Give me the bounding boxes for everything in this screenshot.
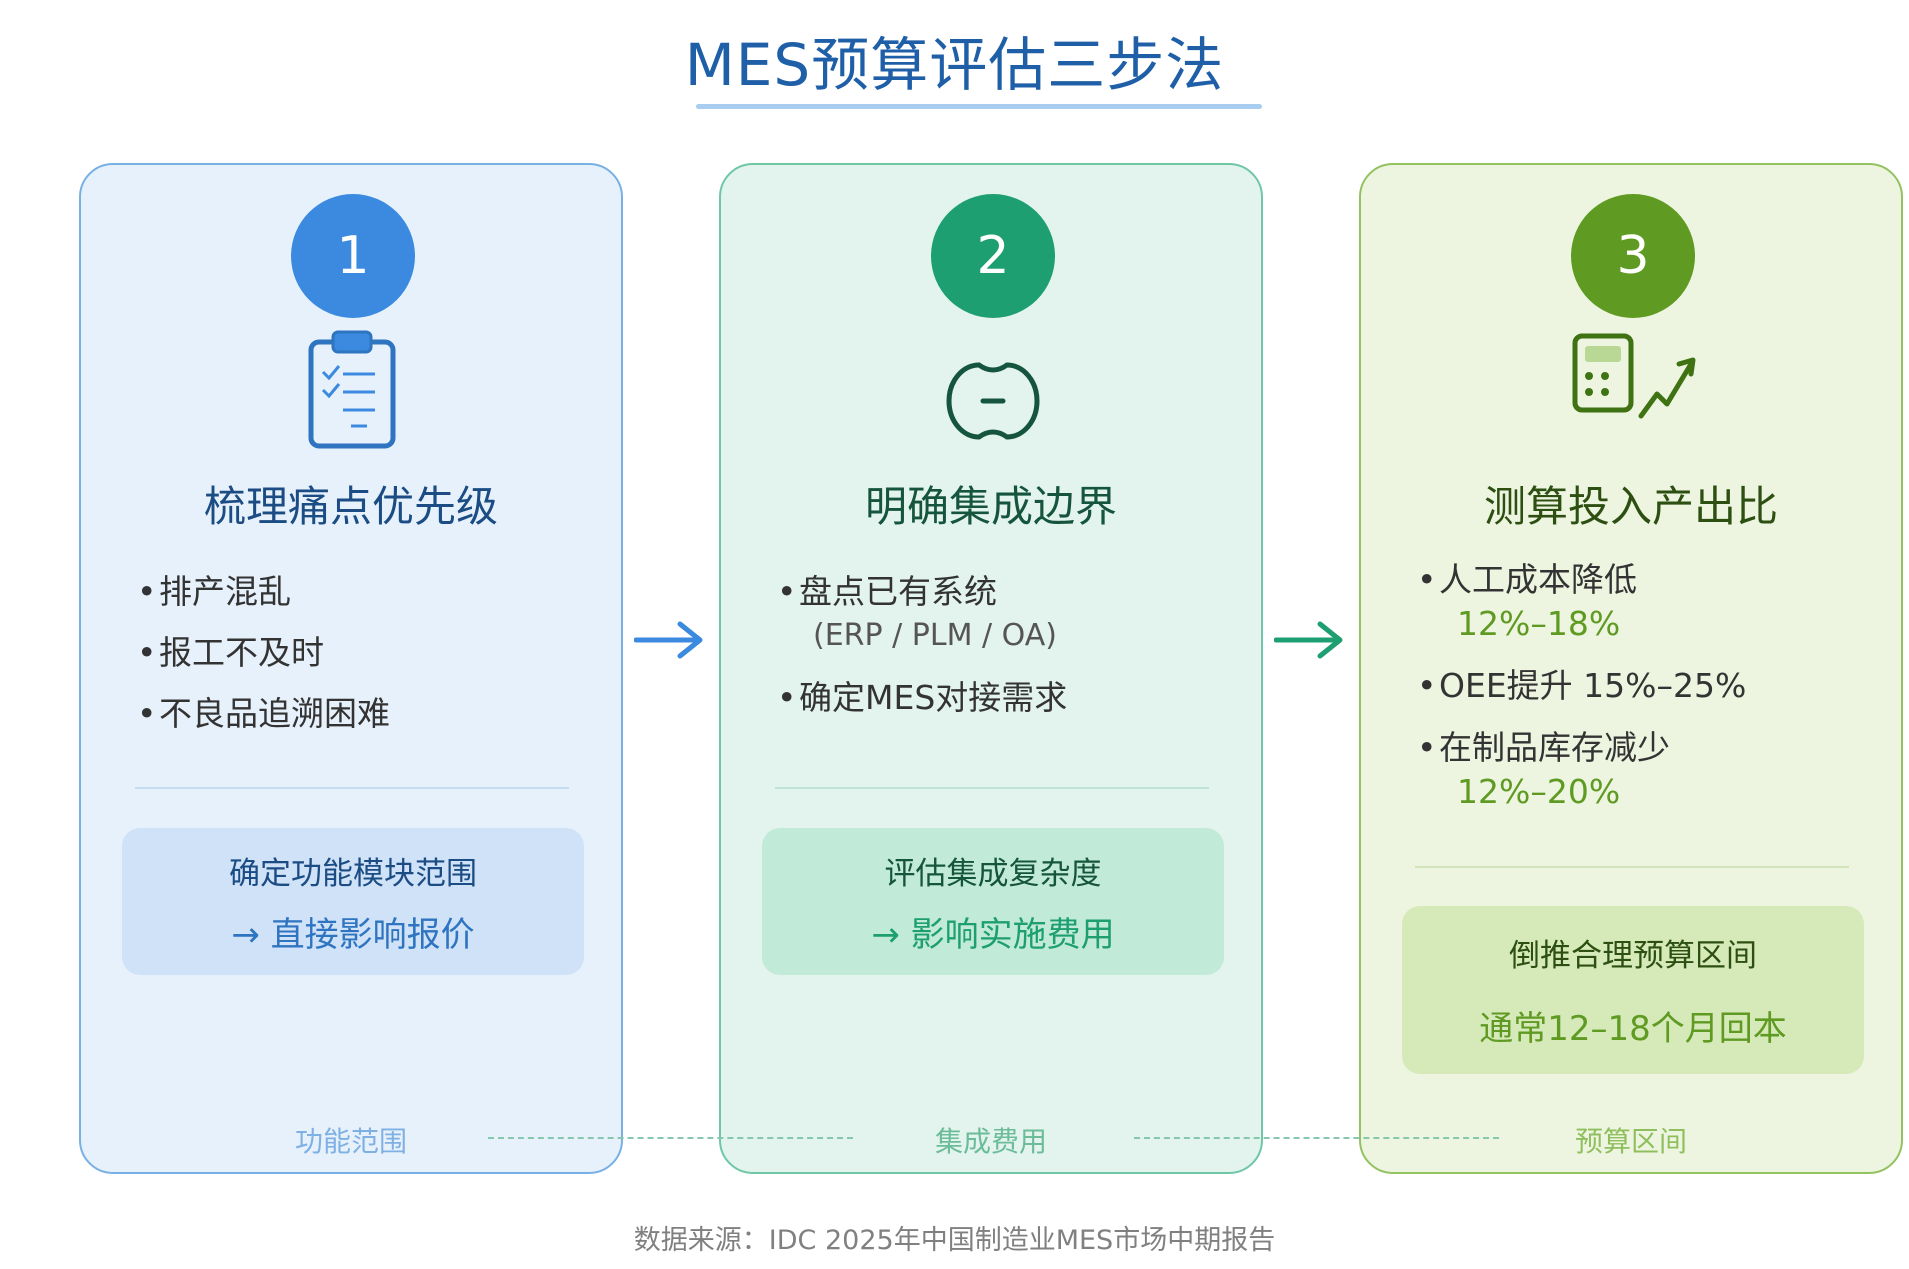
list-item: •在制品库存减少 bbox=[1417, 728, 1670, 767]
list-item-detail: 12%–18% bbox=[1457, 604, 1621, 643]
title-underline bbox=[696, 104, 1262, 109]
outcome-title: 倒推合理预算区间 bbox=[1509, 938, 1757, 974]
step-number-badge: 2 bbox=[931, 194, 1055, 318]
source-note: 数据来源：IDC 2025年中国制造业MES市场中期报告 bbox=[633, 1225, 1276, 1256]
step-title: 梳理痛点优先级 bbox=[203, 482, 498, 531]
step-card-2: 2 明确集成边界 •盘点已有系统 (ERP / PLM / OA) •确定MES… bbox=[719, 163, 1263, 1174]
bullet-list: •排产混乱 •报工不及时 •不良品追溯困难 bbox=[137, 570, 607, 753]
step-number-badge: 1 bbox=[291, 194, 415, 318]
step-card-1: 1 梳理痛点优先级 •排产混乱 •报工不及时 •不良品追溯困难 确定功能模块范围… bbox=[79, 163, 623, 1174]
footer-label: 功能范围 bbox=[294, 1125, 407, 1158]
divider bbox=[135, 787, 569, 789]
list-item: •排产混乱 bbox=[137, 572, 291, 611]
list-item: •盘点已有系统 bbox=[777, 572, 997, 611]
outcome-title: 评估集成复杂度 bbox=[884, 856, 1102, 892]
dashed-connector bbox=[488, 1137, 853, 1139]
footer-label: 集成费用 bbox=[934, 1125, 1047, 1158]
outcome-box: 倒推合理预算区间 通常12–18个月回本 bbox=[1402, 906, 1864, 1074]
step-title: 测算投入产出比 bbox=[1483, 482, 1778, 531]
dashed-connector bbox=[1134, 1137, 1499, 1139]
arrow-right-icon bbox=[1274, 621, 1343, 659]
outcome-title: 确定功能模块范围 bbox=[229, 856, 477, 892]
bullet-list: •盘点已有系统 (ERP / PLM / OA) •确定MES对接需求 bbox=[777, 570, 1247, 720]
step-card-3: 3 测算投入产出比 •人工成本降低 12%–18% •OEE提升 15%–25%… bbox=[1359, 163, 1903, 1174]
divider bbox=[1415, 866, 1849, 868]
outcome-impact: → 直接影响报价 bbox=[231, 915, 475, 955]
footer-label: 预算区间 bbox=[1574, 1125, 1687, 1158]
outcome-box: 评估集成复杂度 → 影响实施费用 bbox=[762, 828, 1224, 975]
list-item: •人工成本降低 bbox=[1417, 560, 1637, 599]
step-number-badge: 3 bbox=[1571, 194, 1695, 318]
list-item: •不良品追溯困难 bbox=[137, 694, 390, 733]
list-item: •确定MES对接需求 bbox=[777, 678, 1068, 717]
outcome-impact: 通常12–18个月回本 bbox=[1479, 1009, 1787, 1049]
list-item: •报工不及时 bbox=[137, 633, 324, 672]
arrow-right-icon bbox=[634, 621, 703, 659]
outcome-box: 确定功能模块范围 → 直接影响报价 bbox=[122, 828, 584, 975]
calculator-trend-icon bbox=[1572, 333, 1696, 419]
linked-rings-icon bbox=[946, 362, 1040, 440]
list-item-detail: 12%–20% bbox=[1457, 772, 1621, 811]
clipboard-checklist-icon bbox=[308, 330, 396, 449]
divider bbox=[775, 787, 1209, 789]
list-item-detail: (ERP / PLM / OA) bbox=[813, 618, 1057, 653]
page-title: MES预算评估三步法 bbox=[684, 31, 1225, 99]
step-title: 明确集成边界 bbox=[864, 482, 1117, 531]
outcome-impact: → 影响实施费用 bbox=[871, 915, 1115, 955]
bullet-list: •人工成本降低 12%–18% •OEE提升 15%–25% •在制品库存减少 … bbox=[1417, 558, 1887, 814]
list-item: •OEE提升 15%–25% bbox=[1417, 666, 1747, 705]
